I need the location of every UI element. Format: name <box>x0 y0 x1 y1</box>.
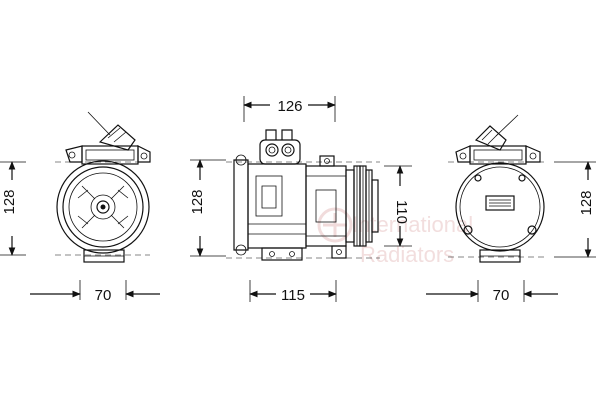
side-top-label: 126 <box>277 98 302 115</box>
side-right-dimension: 110 <box>384 165 412 247</box>
side-height-dimension: 128 <box>189 159 226 257</box>
front-width-label: 70 <box>95 287 112 304</box>
side-view <box>226 129 380 261</box>
front-view <box>55 111 151 263</box>
side-bottom-dimension: 115 <box>249 280 337 304</box>
side-top-dimension: 126 <box>243 96 336 122</box>
rear-height-label: 128 <box>578 190 595 215</box>
rear-view <box>448 114 548 263</box>
side-bottom-label: 115 <box>281 287 305 304</box>
watermark-line1: International <box>352 212 473 237</box>
front-height-label: 128 <box>1 189 18 214</box>
rear-width-dimension: 70 <box>426 280 558 304</box>
rear-width-label: 70 <box>493 287 510 304</box>
side-height-label: 128 <box>189 189 206 214</box>
rear-height-dimension: 128 <box>554 161 596 258</box>
side-right-label: 110 <box>393 200 410 224</box>
watermark-logo-icon <box>317 207 353 243</box>
front-width-dimension: 70 <box>30 280 160 304</box>
front-height-dimension: 128 <box>0 161 26 256</box>
